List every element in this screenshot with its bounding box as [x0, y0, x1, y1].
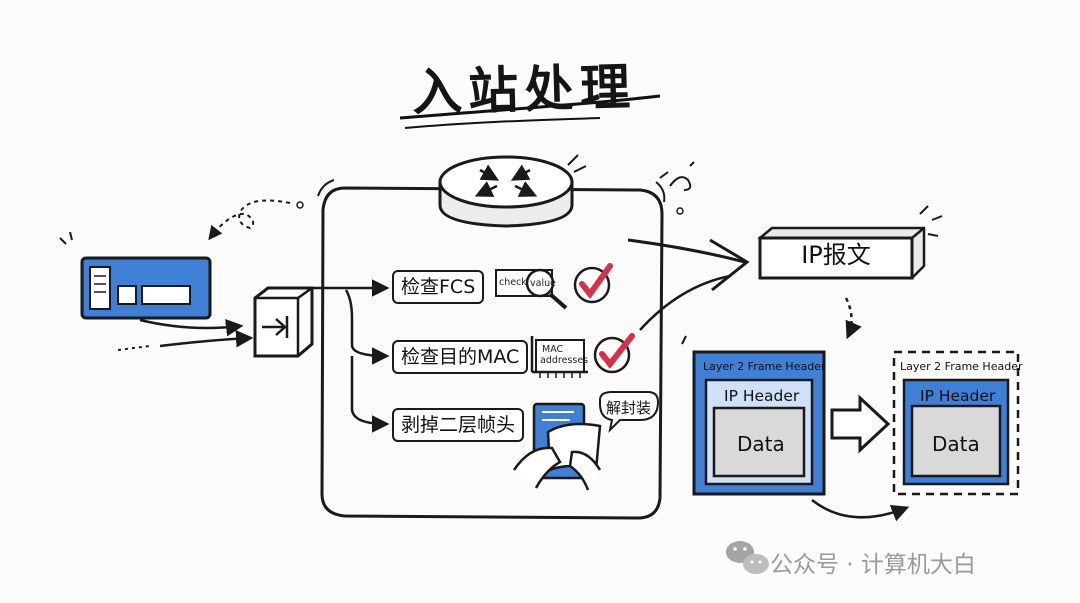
return-dashed-arrow — [208, 199, 291, 241]
ip-packet-box — [757, 205, 943, 280]
frame-after-data: Data — [932, 432, 980, 456]
frame-before-data: Data — [737, 432, 785, 456]
frame-after-ip-header: IP Header — [920, 387, 996, 405]
process-box — [320, 186, 664, 520]
branch-arrows — [306, 279, 390, 433]
unwrap-speech-bubble — [599, 391, 660, 434]
nic-to-port-arrow — [139, 318, 244, 337]
note-check: check — [499, 277, 527, 288]
ip-packet-label: IP报文 — [801, 241, 871, 269]
frame-after-header: Layer 2 Frame Header — [900, 360, 1023, 373]
title-underline — [399, 94, 661, 129]
watermark: 公众号 · 计算机大白 — [770, 552, 976, 578]
note-value: value — [530, 278, 556, 289]
ip-down-dashed-arrow — [844, 297, 862, 340]
frame-before-header: Layer 2 Frame Header — [703, 360, 826, 373]
wechat-icon — [726, 541, 769, 574]
frame-after — [892, 350, 1020, 496]
note-mac: MAC — [542, 344, 564, 355]
frame-before — [681, 335, 826, 496]
nic-card-icon — [59, 231, 212, 320]
unwrap-hands-icon — [512, 402, 602, 491]
bottom-curve-arrow — [811, 499, 910, 522]
checkmark-icon-2 — [593, 333, 635, 374]
frame-before-ip-header: IP Header — [724, 387, 800, 405]
diagram-title: 入站处理 — [411, 58, 637, 122]
magnifier-icon — [525, 268, 568, 310]
step-check-mac: 检查目的MAC — [392, 340, 529, 374]
step-strip-header: 剥掉二层帧头 — [392, 408, 525, 442]
motion-doodle — [659, 161, 695, 191]
router-icon — [438, 154, 587, 228]
note-addresses: addresses — [540, 355, 589, 366]
to-ip-arrow — [627, 238, 746, 264]
transform-arrow — [830, 394, 891, 454]
checkmark-icon — [573, 263, 613, 304]
port-plug-icon — [253, 286, 314, 358]
circuit-card-icon — [530, 336, 588, 378]
step-check-fcs: 检查FCS — [392, 270, 485, 304]
note-decapsulate: 解封装 — [606, 399, 652, 417]
